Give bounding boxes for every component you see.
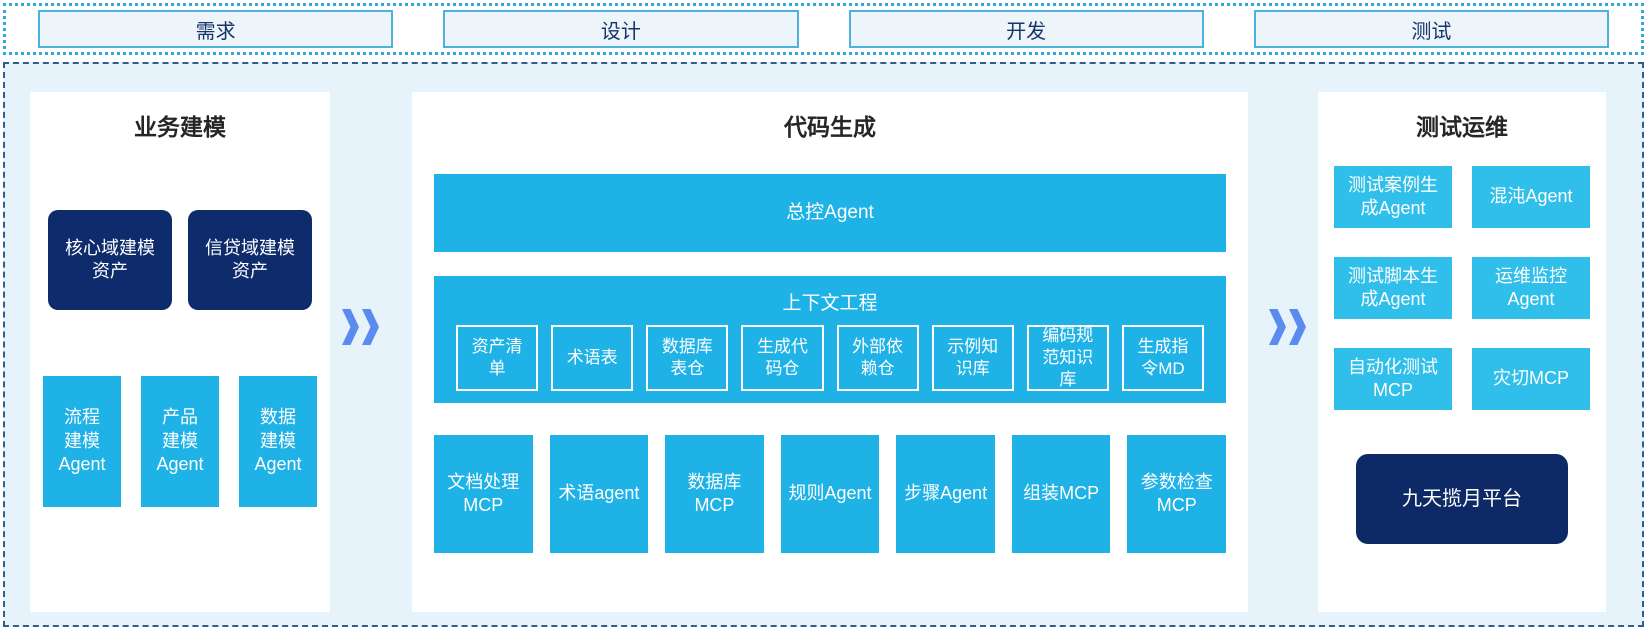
- context-section-title: 上下文工程: [782, 293, 878, 314]
- node-example-knowledge-base: 示例知 识库: [931, 325, 1014, 391]
- node-automated-test-mcp: 自动化测试 MCP: [1334, 348, 1452, 410]
- context-engineering-section: 上下文工程 资产清 单 术语表 数据库 表仓 生成代 码仓 外部依 赖仓 示例知…: [434, 276, 1226, 403]
- node-terminology-agent: 术语agent: [549, 435, 649, 553]
- node-ops-monitoring-agent: 运维监控 Agent: [1472, 257, 1590, 319]
- test-ops-panel: 测试运维 测试案例生 成Agent 混沌Agent 测试脚本生 成Agent 运…: [1318, 92, 1606, 612]
- node-param-check-mcp: 参数检查 MCP: [1127, 435, 1227, 553]
- node-master-agent: 总控Agent: [434, 174, 1226, 252]
- node-assembly-mcp: 组装MCP: [1011, 435, 1111, 553]
- node-data-modeling-agent: 数据 建模 Agent: [239, 376, 317, 507]
- node-credit-domain-assets: 信贷域建模 资产: [188, 210, 312, 310]
- chevron-right-icon: [1289, 309, 1306, 345]
- panel-title-test-ops: 测试运维: [1416, 114, 1508, 140]
- chevron-right-icon: [1269, 309, 1286, 345]
- node-test-script-gen-agent: 测试脚本生 成Agent: [1334, 257, 1452, 319]
- node-step-agent: 步骤Agent: [896, 435, 995, 553]
- chevron-right-icon: [362, 309, 379, 345]
- modeling-assets-row: 核心域建模 资产 信贷域建模 资产: [48, 210, 312, 310]
- node-product-modeling-agent: 产品 建模 Agent: [141, 376, 219, 507]
- business-modeling-panel: 业务建模 核心域建模 资产 信贷域建模 资产 流程 建模 Agent 产品 建模…: [30, 92, 330, 612]
- node-external-deps-repo: 外部依 赖仓: [836, 325, 919, 391]
- node-glossary: 术语表: [551, 325, 634, 391]
- node-asset-list: 资产清 单: [456, 325, 539, 391]
- node-gen-instruction-md: 生成指 令MD: [1121, 325, 1204, 391]
- node-chaos-agent: 混沌Agent: [1472, 166, 1590, 228]
- phase-bar: 需求 设计 开发 测试: [3, 3, 1644, 55]
- workflow-container: 业务建模 核心域建模 资产 信贷域建模 资产 流程 建模 Agent 产品 建模…: [3, 62, 1644, 627]
- node-core-domain-assets: 核心域建模 资产: [48, 210, 172, 310]
- node-test-case-gen-agent: 测试案例生 成Agent: [1334, 166, 1452, 228]
- codegen-tools-row: 文档处理 MCP 术语agent 数据库 MCP 规则Agent 步骤Agent…: [434, 435, 1227, 553]
- context-items-row: 资产清 单 术语表 数据库 表仓 生成代 码仓 外部依 赖仓 示例知 识库 编码…: [434, 325, 1226, 391]
- node-coding-standard-knowledge-base: 编码规 范知识 库: [1026, 325, 1109, 391]
- flow-arrow-right: [1269, 309, 1306, 345]
- chevron-right-icon: [342, 309, 359, 345]
- node-jiutian-lanyue-platform: 九天揽月平台: [1356, 454, 1568, 544]
- node-disaster-switch-mcp: 灾切MCP: [1472, 348, 1590, 410]
- flow-arrow-left: [342, 309, 379, 345]
- node-process-modeling-agent: 流程 建模 Agent: [43, 376, 121, 507]
- node-generated-code-repo: 生成代 码仓: [741, 325, 824, 391]
- phase-box-development: 开发: [848, 10, 1204, 48]
- panel-title-code-generation: 代码生成: [784, 114, 876, 140]
- code-generation-panel: 代码生成 总控Agent 上下文工程 资产清 单 术语表 数据库 表仓 生成代 …: [412, 92, 1248, 612]
- phase-box-design: 设计: [443, 10, 799, 48]
- node-rule-agent: 规则Agent: [780, 435, 880, 553]
- panel-title-business-modeling: 业务建模: [134, 114, 226, 140]
- node-db-table-repo: 数据库 表仓: [646, 325, 729, 391]
- test-ops-grid: 测试案例生 成Agent 混沌Agent 测试脚本生 成Agent 运维监控 A…: [1334, 166, 1590, 410]
- node-database-mcp: 数据库 MCP: [665, 435, 764, 553]
- phase-box-requirements: 需求: [38, 10, 394, 48]
- node-doc-processing-mcp: 文档处理 MCP: [434, 435, 533, 553]
- phase-box-testing: 测试: [1253, 10, 1609, 48]
- modeling-agents-row: 流程 建模 Agent 产品 建模 Agent 数据 建模 Agent: [43, 376, 317, 507]
